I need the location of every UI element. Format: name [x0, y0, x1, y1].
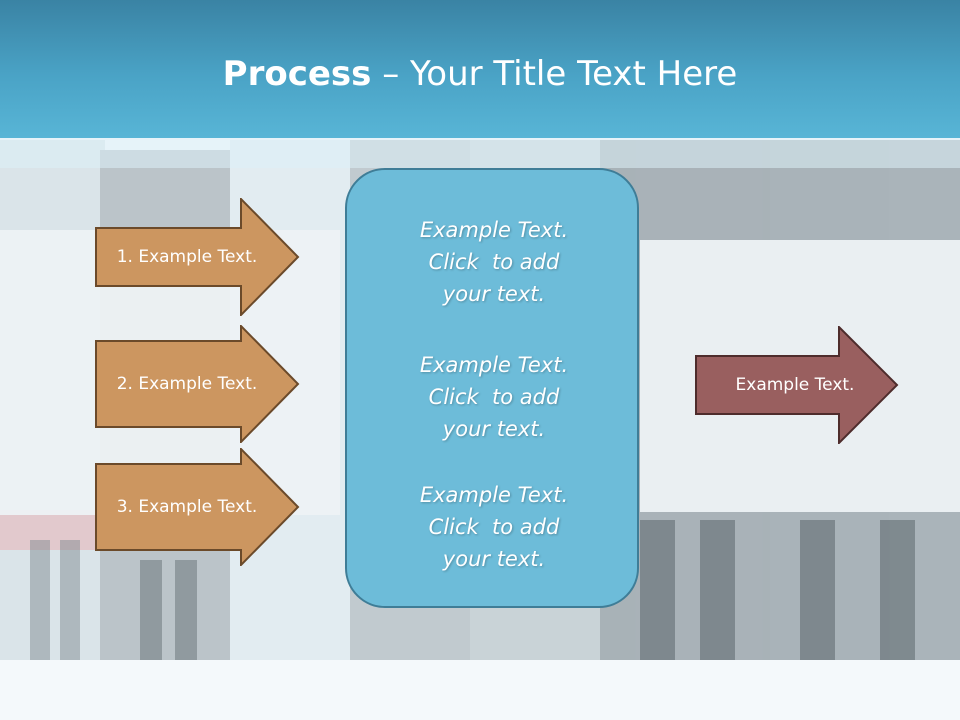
center-line: Example Text.: [419, 218, 569, 242]
step-arrow-3[interactable]: 3. Example Text.: [95, 448, 300, 566]
center-line: Click to add: [428, 385, 560, 409]
step-arrow-label: 1. Example Text.: [116, 247, 258, 267]
arrow-shape-icon: [695, 326, 899, 444]
center-line: Example Text.: [419, 353, 569, 377]
center-line: your text.: [442, 417, 546, 441]
step-arrow-2[interactable]: 2. Example Text.: [95, 325, 300, 443]
step-arrow-label: 3. Example Text.: [116, 497, 258, 517]
result-arrow[interactable]: Example Text.: [695, 326, 900, 444]
step-arrow-1[interactable]: 1. Example Text.: [95, 198, 300, 316]
step-arrow-label: 2. Example Text.: [116, 374, 258, 394]
title-dash: –: [371, 54, 411, 94]
center-block-3: Example Text. Click to add your text.: [347, 479, 641, 575]
slide-title: Process – Your Title Text Here: [0, 52, 960, 96]
center-line: Click to add: [428, 515, 560, 539]
arrow-shape-icon: [95, 325, 300, 443]
title-bold: Process: [222, 54, 372, 94]
center-text-box[interactable]: Example Text. Click to add your text. Ex…: [345, 168, 639, 608]
center-line: Example Text.: [419, 483, 569, 507]
header-band: [0, 0, 960, 138]
center-block-1: Example Text. Click to add your text.: [347, 214, 641, 310]
header-fade: [0, 138, 960, 168]
arrow-shape-icon: [95, 198, 300, 316]
title-rest: Your Title Text Here: [410, 54, 738, 94]
center-line: your text.: [442, 547, 546, 571]
center-line: Click to add: [428, 250, 560, 274]
center-line: your text.: [442, 282, 546, 306]
center-block-2: Example Text. Click to add your text.: [347, 349, 641, 445]
arrow-shape-icon: [95, 448, 300, 566]
result-arrow-label: Example Text.: [735, 375, 855, 395]
